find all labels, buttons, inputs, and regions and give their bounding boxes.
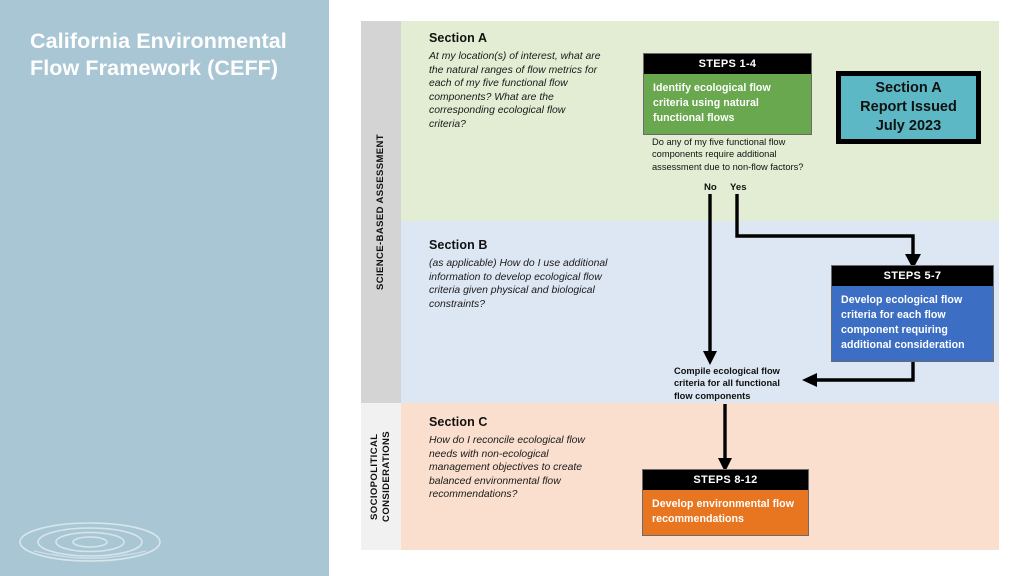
section-b-question: (as applicable) How do I use additional … bbox=[429, 258, 608, 310]
step-box-steps-8-12[interactable]: STEPS 8-12 Develop environmental flow re… bbox=[642, 469, 809, 537]
ceff-flow-diagram: SCIENCE-BASED ASSESSMENT SOCIOPOLITICAL … bbox=[361, 21, 999, 550]
section-a-heading: Section A bbox=[429, 31, 488, 45]
band-science-based-assessment: SCIENCE-BASED ASSESSMENT bbox=[361, 21, 401, 403]
band-label-socio: SOCIOPOLITICAL CONSIDERATIONS bbox=[369, 431, 392, 522]
note-nonflow-question: Do any of my five functional flow compon… bbox=[652, 137, 804, 172]
title-panel: California Environmental Flow Framework … bbox=[0, 0, 329, 576]
band-sociopolitical-considerations: SOCIOPOLITICAL CONSIDERATIONS bbox=[361, 403, 401, 550]
page-title: California Environmental Flow Framework … bbox=[30, 29, 287, 81]
section-b-heading: Section B bbox=[429, 238, 488, 252]
step-5-7-header: STEPS 5-7 bbox=[832, 266, 993, 286]
branch-label-no: No bbox=[704, 182, 717, 193]
step-5-7-body: Develop ecological flow criteria for eac… bbox=[832, 286, 993, 362]
note-compile-criteria: Compile ecological flow criteria for all… bbox=[674, 366, 780, 401]
step-box-steps-1-4[interactable]: STEPS 1-4 Identify ecological flow crite… bbox=[643, 53, 812, 136]
step-1-4-body: Identify ecological flow criteria using … bbox=[644, 74, 811, 135]
callout-section-a-report: Section A Report Issued July 2023 bbox=[836, 71, 981, 144]
band-label-science: SCIENCE-BASED ASSESSMENT bbox=[375, 134, 387, 290]
section-c-question: How do I reconcile ecological flow needs… bbox=[429, 435, 585, 501]
water-ripple-icon bbox=[19, 522, 161, 562]
section-a-question: At my location(s) of interest, what are … bbox=[429, 51, 601, 130]
step-1-4-header: STEPS 1-4 bbox=[644, 54, 811, 74]
section-c-heading: Section C bbox=[429, 415, 488, 429]
step-8-12-header: STEPS 8-12 bbox=[643, 470, 808, 490]
step-box-steps-5-7[interactable]: STEPS 5-7 Develop ecological flow criter… bbox=[831, 265, 994, 363]
branch-label-yes: Yes bbox=[730, 182, 747, 193]
step-8-12-body: Develop environmental flow recommendatio… bbox=[643, 490, 808, 536]
